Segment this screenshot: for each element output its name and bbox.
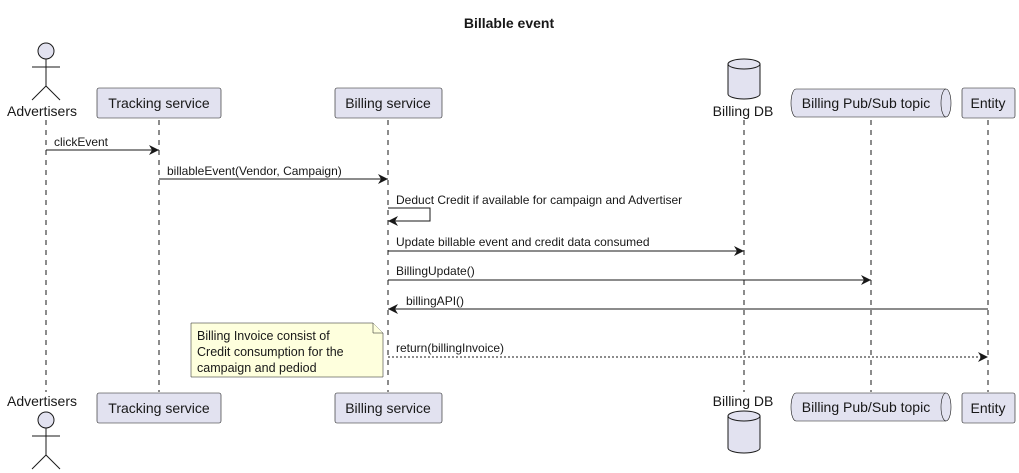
- participant-label-billing-top: Billing service: [345, 95, 431, 111]
- note-fold: [372, 323, 383, 334]
- message-label-return-invoice: return(billingInvoice): [396, 341, 504, 355]
- message-label-update-db: Update billable event and credit data co…: [396, 235, 650, 249]
- participant-label-db-bottom: Billing DB: [713, 393, 774, 409]
- participant-label-tracking-top: Tracking service: [108, 95, 210, 111]
- participant-label-billing-bottom: Billing service: [345, 400, 431, 416]
- message-label-click-event: clickEvent: [54, 135, 109, 149]
- actor-advertisers-bottom: [31, 411, 61, 470]
- message-label-billable-event: billableEvent(Vendor, Campaign): [167, 164, 342, 178]
- queue-icon-bottom: [790, 392, 952, 422]
- actor-advertisers-top: [31, 42, 61, 101]
- participant-box-entity-bottom: [961, 392, 1016, 424]
- participant-box-billing-bottom: [334, 392, 443, 424]
- participant-label-entity-bottom: Entity: [970, 400, 1005, 416]
- participant-label-entity-top: Entity: [970, 95, 1005, 111]
- message-label-billing-api: billingAPI(): [406, 294, 464, 308]
- message-label-deduct-credit: Deduct Credit if available for campaign …: [396, 193, 682, 207]
- queue-icon-top: [790, 88, 952, 118]
- note: Billing Invoice consist of Credit consum…: [190, 322, 384, 378]
- message-arrow-deduct-credit: [388, 207, 431, 226]
- participant-box-tracking-bottom: [96, 392, 222, 424]
- message-label-billing-update: BillingUpdate(): [396, 264, 475, 278]
- database-icon-top: [727, 58, 761, 100]
- diagram-title: Billable event: [464, 15, 555, 31]
- participant-label-db-top: Billing DB: [713, 103, 774, 119]
- participant-label-pubsub-bottom: Billing Pub/Sub topic: [802, 399, 930, 415]
- participant-box-billing-top: [334, 87, 443, 119]
- participant-label-tracking-bottom: Tracking service: [108, 400, 210, 416]
- note-line-2: Credit consumption for the: [197, 345, 344, 359]
- participant-label-pubsub-top: Billing Pub/Sub topic: [802, 95, 930, 111]
- note-line-3: campaign and pediod: [197, 361, 317, 375]
- note-shape: [190, 322, 384, 378]
- database-icon-bottom: [727, 410, 761, 454]
- note-line-1: Billing Invoice consist of: [197, 329, 330, 343]
- participant-box-tracking-top: [96, 87, 222, 119]
- participant-label-advertisers-bottom: Advertisers: [7, 393, 77, 409]
- participant-label-advertisers-top: Advertisers: [7, 103, 77, 119]
- participant-box-entity-top: [961, 87, 1016, 119]
- lifelines: [45, 120, 989, 392]
